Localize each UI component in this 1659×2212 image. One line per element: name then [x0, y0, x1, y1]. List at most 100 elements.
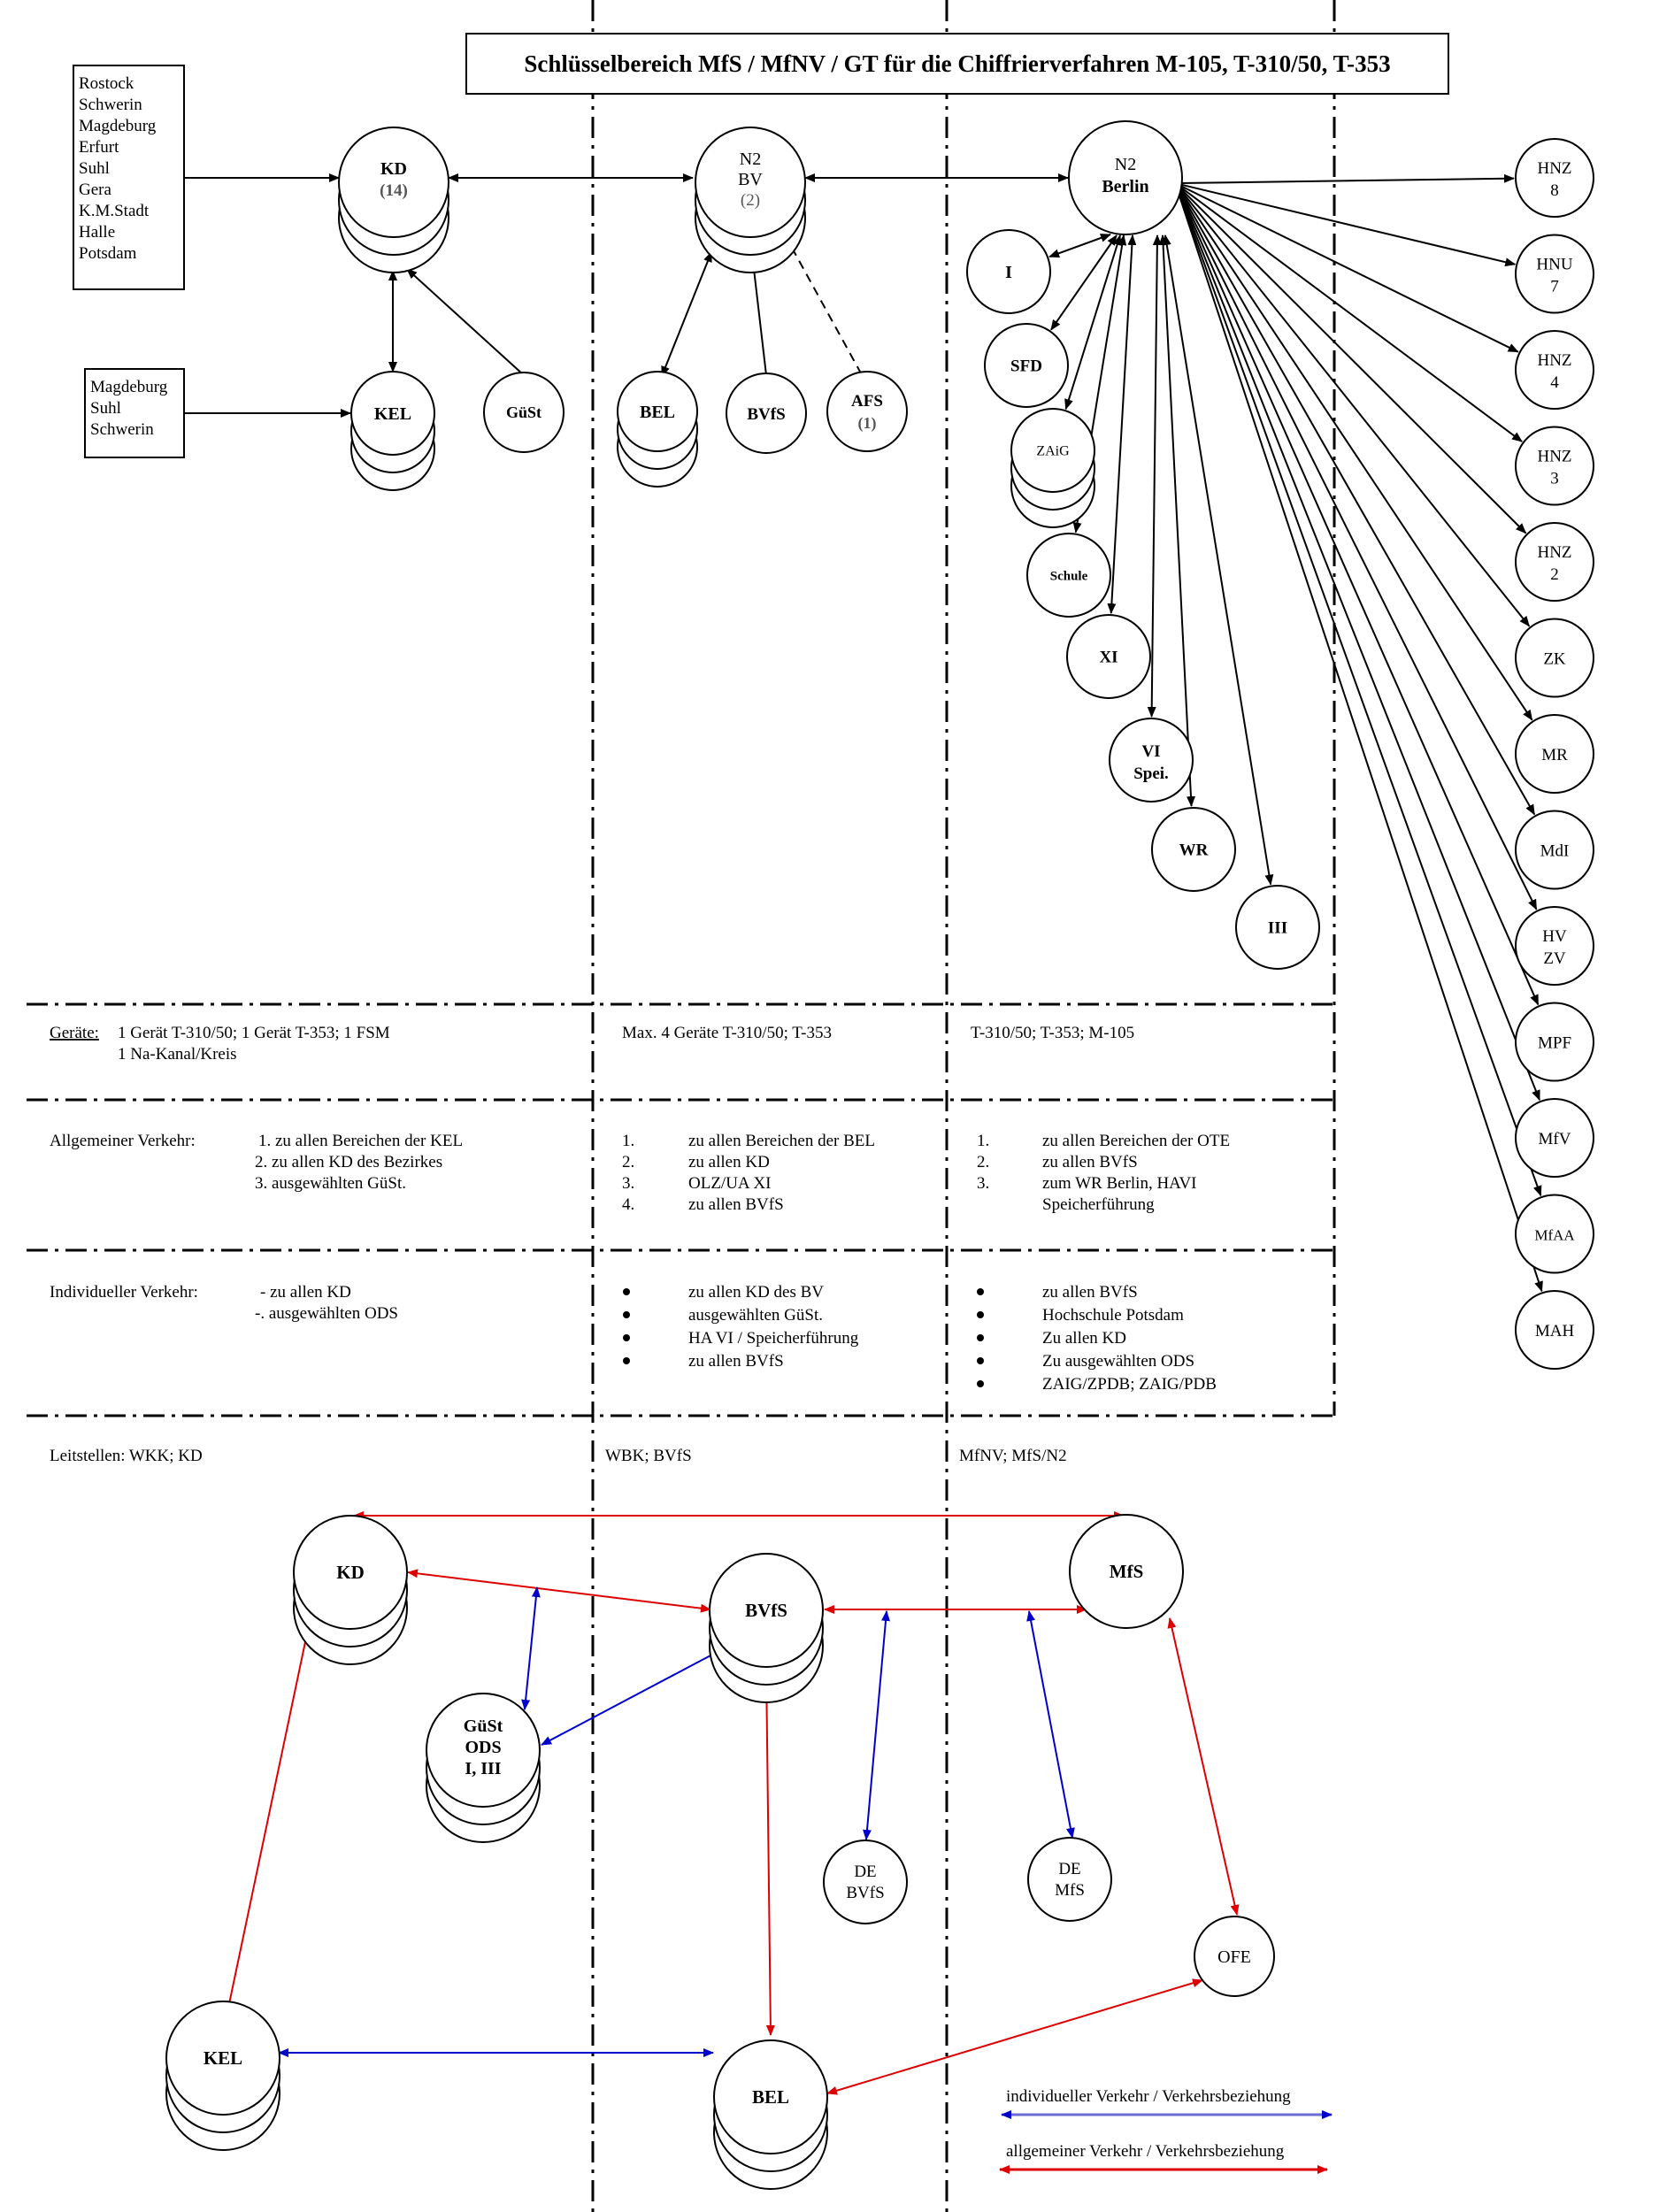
node-label-2: ZV [1543, 949, 1566, 968]
bezirk-item: Erfurt [79, 138, 119, 157]
node-label: HNZ [1537, 351, 1571, 370]
node-WR: WR [1151, 807, 1236, 892]
node-label: HNZ [1537, 448, 1571, 466]
node-label: Schule [1050, 569, 1088, 583]
edge-kd-guest [406, 268, 525, 376]
node-label: ZAiG [1036, 444, 1070, 459]
geraete-col1-line1: 1 Gerät T-310/50; 1 Gerät T-353; 1 FSM [118, 1024, 390, 1042]
kel-list-item: Magdeburg [90, 378, 168, 396]
individuell-col2-item: ausgewählten GüSt. [688, 1306, 823, 1325]
n2berlin-right-nodes: HNZ8HNU7HNZ4HNZ3HNZ2ZKMRMdIHVZVMPFMfVMfA… [1515, 138, 1594, 1370]
de-mfs-label-2: MfS [1055, 1881, 1085, 1900]
node-circle [1151, 807, 1236, 892]
node-XI: XI [1066, 614, 1151, 699]
diagram-title: Schlüsselbereich MfS / MfNV / GT für die… [524, 50, 1390, 77]
bel-top-label: BEL [640, 403, 675, 422]
node-circle [1515, 810, 1594, 890]
node-circle [1235, 885, 1320, 970]
n2berlin-right-edges [1179, 173, 1543, 1293]
node-right: MfAA [1515, 1194, 1594, 1274]
node-label-2: 7 [1550, 278, 1559, 296]
node-label: HV [1542, 927, 1567, 946]
legend: individueller Verkehr / Verkehrsbeziehun… [999, 2087, 1333, 2174]
bel-bottom-label: BEL [752, 2086, 789, 2108]
node-label: III [1268, 919, 1287, 938]
node-SFD: SFD [984, 323, 1069, 408]
allgemein-col3-text: Speicherführung [1042, 1195, 1155, 1214]
allgemein-col2-text: OLZ/UA XI [688, 1174, 771, 1193]
node-circle [1026, 533, 1111, 618]
node-right: MAH [1515, 1290, 1594, 1370]
node-circle [1109, 718, 1194, 803]
bullet-icon [623, 1334, 630, 1341]
node-III: III [1235, 885, 1320, 970]
bezirk-item: Rostock [79, 74, 134, 93]
edge-mfs-demfs [1026, 1610, 1075, 1839]
node-circle [1515, 426, 1594, 506]
edge-n2berlin-VI [1147, 234, 1162, 718]
bvfs-top-label: BVfS [747, 405, 785, 424]
node-circle [1515, 714, 1594, 794]
bezirke-list-box [73, 65, 185, 290]
edge-mfs-ofe [1167, 1617, 1240, 1916]
individuell-label: Individueller Verkehr: [50, 1283, 198, 1302]
allgemein-col2-num: 4. [622, 1195, 634, 1214]
individuell-col3-item: ZAIG/ZPDB; ZAIG/PDB [1042, 1375, 1217, 1394]
kel-bottom-label: KEL [204, 2047, 242, 2069]
n2berlin-label-2: Berlin [1102, 177, 1148, 196]
individuell-col2-item: HA VI / Speicherführung [688, 1329, 859, 1348]
geraete-col3: T-310/50; T-353; M-105 [971, 1024, 1134, 1042]
edge-n2berlin-right [1179, 189, 1536, 816]
node-n2berlin [1068, 120, 1183, 235]
leitstellen-col3: MfNV; MfS/N2 [959, 1447, 1067, 1465]
node-right: MfV [1515, 1098, 1594, 1178]
allgemein-col3-num: 2. [977, 1153, 989, 1171]
node-label: MfV [1539, 1130, 1571, 1148]
guest-bottom-label-1: GüSt [464, 1717, 503, 1736]
allgemein-label: Allgemeiner Verkehr: [50, 1132, 196, 1150]
kel-list-item: Suhl [90, 399, 121, 418]
edge-n2berlin-right [1179, 194, 1542, 1197]
node-circle [984, 323, 1069, 408]
bezirk-item: Potsdam [79, 244, 137, 263]
n2bv-label-2: BV [738, 170, 763, 189]
edge-kd-guest [521, 1586, 541, 1710]
node-label: I [1005, 263, 1012, 282]
bvfs-bottom-label: BVfS [745, 1600, 787, 1621]
allgemein-col2-text: zu allen Bereichen der BEL [688, 1132, 875, 1150]
allgemein-col3-num: 1. [977, 1132, 989, 1150]
bullet-icon [977, 1288, 984, 1295]
individuell-col1-item: -. ausgewählten ODS [255, 1304, 398, 1323]
edge-n2bv-afs [791, 247, 861, 373]
de-bvfs-label-2: BVfS [846, 1884, 884, 1902]
edge-n2berlin-right [1179, 183, 1517, 267]
node-circle [1515, 522, 1594, 602]
node-I: I [966, 229, 1051, 314]
kd-top-label: KD [380, 159, 407, 179]
node-label: VI [1141, 742, 1160, 761]
allgemein-col2-text: zu allen KD [688, 1153, 770, 1171]
allgemein-col2-num: 1. [622, 1132, 634, 1150]
row-dividers [27, 1002, 1334, 1417]
title-box [465, 33, 1449, 95]
node-circle [1010, 408, 1095, 493]
allgemein-col2-num: 2. [622, 1153, 634, 1171]
edge-n2berlin-SFD [1050, 234, 1118, 331]
de-mfs-label-1: DE [1058, 1860, 1080, 1878]
allgemein-col1-item: 2. zu allen KD des Bezirkes [255, 1153, 442, 1171]
edge-n2berlin-right [1179, 188, 1531, 627]
kel-list: Magdeburg Suhl Schwerin [90, 378, 168, 439]
node-de-bvfs [823, 1839, 908, 1924]
individuell-col3-item: Zu ausgewählten ODS [1042, 1352, 1194, 1371]
geraete-col2: Max. 4 Geräte T-310/50; T-353 [622, 1024, 832, 1042]
edge-n2berlin-right [1179, 193, 1540, 1102]
edge-bvfs-guest [541, 1646, 728, 1746]
node-right: HV ZV [1515, 906, 1594, 986]
geraete-label: Geräte: [50, 1024, 99, 1042]
node-kd-bottom [293, 1515, 408, 1665]
legend-general-label: allgemeiner Verkehr / Verkehrsbeziehung [1006, 2142, 1285, 2161]
